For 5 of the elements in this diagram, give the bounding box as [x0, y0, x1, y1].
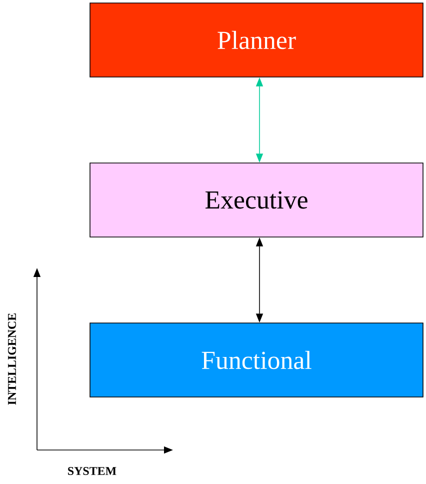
- layer-box: Planner: [90, 2, 424, 78]
- layer-box: Functional: [90, 322, 424, 398]
- axis-label: INTELLIGENCE: [8, 313, 16, 405]
- axis-label: SYSTEM: [68, 466, 116, 475]
- layer-box: Executive: [90, 162, 424, 238]
